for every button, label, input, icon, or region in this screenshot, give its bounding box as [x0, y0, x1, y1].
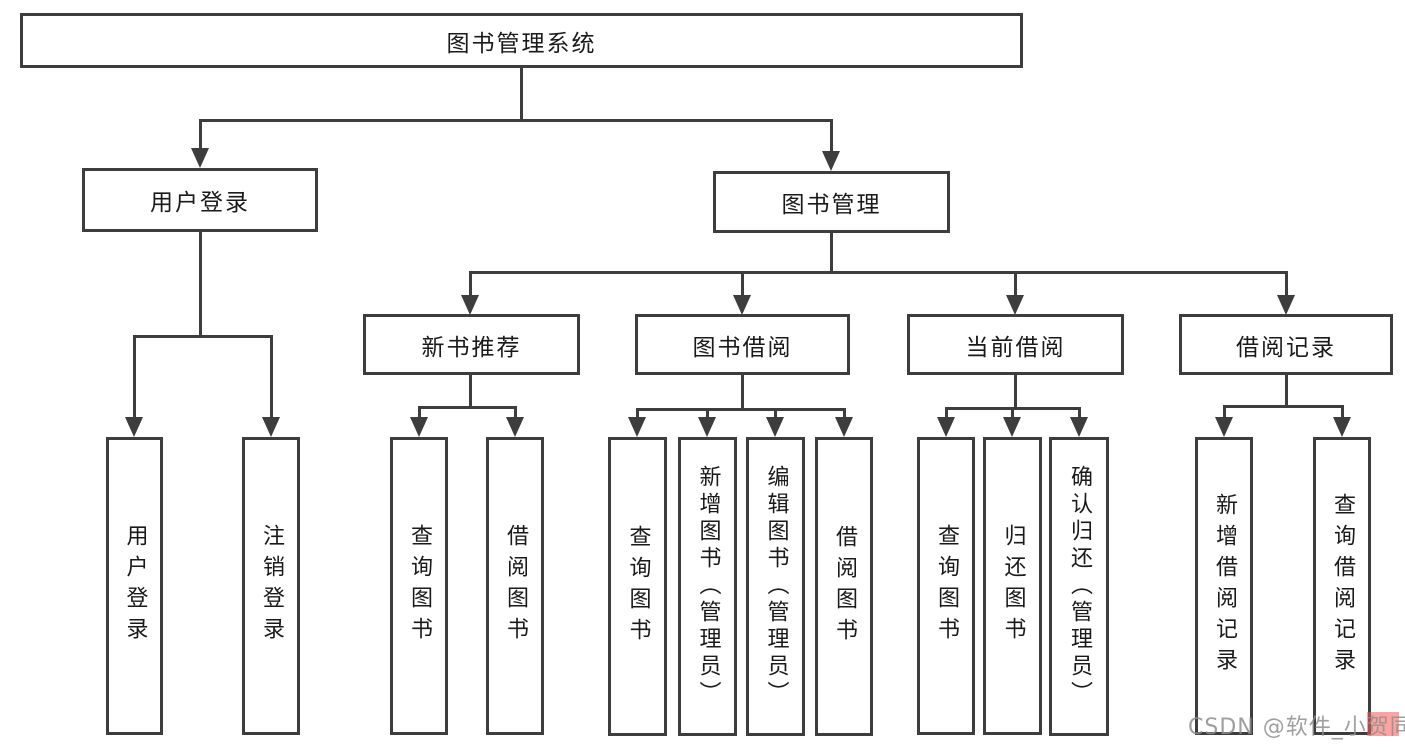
arrowhead-down-icon	[733, 295, 751, 315]
node-label: 查询图书	[407, 524, 432, 648]
arrowhead-down-icon	[1006, 295, 1024, 315]
arrowhead-down-icon	[1277, 295, 1295, 315]
connector-vline	[199, 232, 202, 338]
node-book-borrowing: 图书借阅	[635, 314, 850, 375]
leaf-add-books-admin: 新增图书（管理员）	[678, 437, 737, 736]
connector-vline	[636, 408, 639, 420]
arrowhead-down-icon	[125, 417, 143, 437]
arrowhead-down-icon	[698, 417, 716, 437]
connector-vline	[469, 375, 472, 408]
node-label: 新书推荐	[421, 334, 522, 361]
connector-vline	[774, 408, 777, 420]
arrowhead-down-icon	[262, 417, 280, 437]
arrowhead-down-icon	[937, 417, 955, 437]
node-label: 查询图书	[625, 524, 651, 649]
arrowhead-down-icon	[1003, 417, 1021, 437]
leaf-logout: 注销登录	[242, 437, 300, 735]
connector-vline	[1223, 405, 1226, 420]
leaf-confirm-return-admin: 确认归还（管理员）	[1049, 437, 1109, 736]
connector-vline	[418, 406, 421, 420]
node-borrow-records: 借阅记录	[1179, 314, 1393, 375]
connector-vline	[514, 406, 517, 420]
node-new-book-recommend: 新书推荐	[363, 314, 580, 375]
connector-vline	[1285, 271, 1288, 295]
node-label: 注销登录	[259, 524, 284, 648]
connector-vline	[945, 407, 948, 420]
connector-vline	[1014, 271, 1017, 295]
leaf-borrow-books-recommend: 借阅图书	[486, 437, 544, 735]
arrowhead-down-icon	[766, 417, 784, 437]
arrowhead-down-icon	[461, 295, 479, 315]
leaf-query-books-recommend: 查询图书	[390, 437, 448, 735]
node-label: 图书管理	[781, 192, 882, 218]
connector-vline	[706, 408, 709, 420]
arrowhead-down-icon	[1333, 417, 1351, 437]
leaf-return-books: 归还图书	[983, 437, 1042, 735]
connector-vline	[1011, 407, 1014, 420]
connector-vline	[1341, 405, 1344, 420]
arrowhead-down-icon	[1070, 417, 1088, 437]
node-label: 用户登录	[122, 524, 148, 648]
node-label: 查询借阅记录	[1330, 493, 1355, 679]
leaf-query-books-current: 查询图书	[917, 437, 975, 735]
connector-vline	[1014, 375, 1017, 409]
node-label: 借阅记录	[1236, 334, 1336, 361]
node-label: 新增图书（管理员）	[695, 465, 721, 708]
node-label: 图书借阅	[692, 334, 793, 361]
connector-vline	[830, 119, 833, 153]
connector-hline	[1223, 405, 1344, 408]
arrowhead-down-icon	[835, 417, 853, 437]
node-book-management: 图书管理	[713, 171, 950, 233]
node-label: 借阅图书	[832, 524, 857, 649]
connector-hline	[469, 271, 1288, 274]
arrowhead-down-icon	[822, 151, 840, 171]
node-label: 新增借阅记录	[1212, 493, 1237, 679]
arrowhead-down-icon	[628, 417, 646, 437]
node-label: 编辑图书（管理员）	[763, 465, 789, 708]
watermark-highlight	[1367, 712, 1399, 736]
connector-vline	[741, 375, 744, 410]
watermark-text: CSDN @软件_小贺同学	[1188, 715, 1405, 740]
connector-hline	[418, 406, 517, 409]
arrowhead-down-icon	[506, 417, 524, 437]
node-label: 确认归还（管理员）	[1067, 465, 1092, 708]
node-root-system: 图书管理系统	[20, 13, 1023, 68]
node-label: 用户登录	[150, 190, 250, 216]
leaf-edit-books-admin: 编辑图书（管理员）	[746, 437, 805, 736]
node-current-borrowing: 当前借阅	[907, 314, 1124, 375]
node-label: 当前借阅	[965, 334, 1066, 361]
leaf-query-books-borrowing: 查询图书	[608, 437, 667, 736]
connector-hline	[636, 408, 845, 411]
connector-vline	[830, 233, 833, 273]
connector-vline	[741, 271, 744, 295]
connector-hline	[133, 335, 273, 338]
connector-vline	[199, 119, 202, 151]
arrowhead-down-icon	[191, 148, 209, 168]
node-label: 查询图书	[934, 524, 959, 648]
connector-hline	[199, 119, 833, 122]
connector-vline	[520, 68, 523, 120]
connector-vline	[133, 335, 136, 420]
connector-vline	[843, 408, 846, 420]
connector-vline	[1285, 375, 1288, 407]
leaf-user-login: 用户登录	[106, 437, 163, 735]
leaf-query-borrow-record: 查询借阅记录	[1313, 437, 1371, 735]
connector-vline	[1078, 407, 1081, 420]
node-label: 归还图书	[1000, 524, 1026, 648]
arrowhead-down-icon	[1215, 417, 1233, 437]
leaf-add-borrow-record: 新增借阅记录	[1195, 437, 1253, 735]
node-user-login: 用户登录	[82, 168, 318, 232]
connector-vline	[469, 271, 472, 295]
arrowhead-down-icon	[410, 417, 428, 437]
leaf-borrow-books: 借阅图书	[815, 437, 873, 736]
node-label: 图书管理系统	[446, 30, 597, 57]
connector-vline	[270, 335, 273, 420]
node-label: 借阅图书	[503, 524, 528, 648]
